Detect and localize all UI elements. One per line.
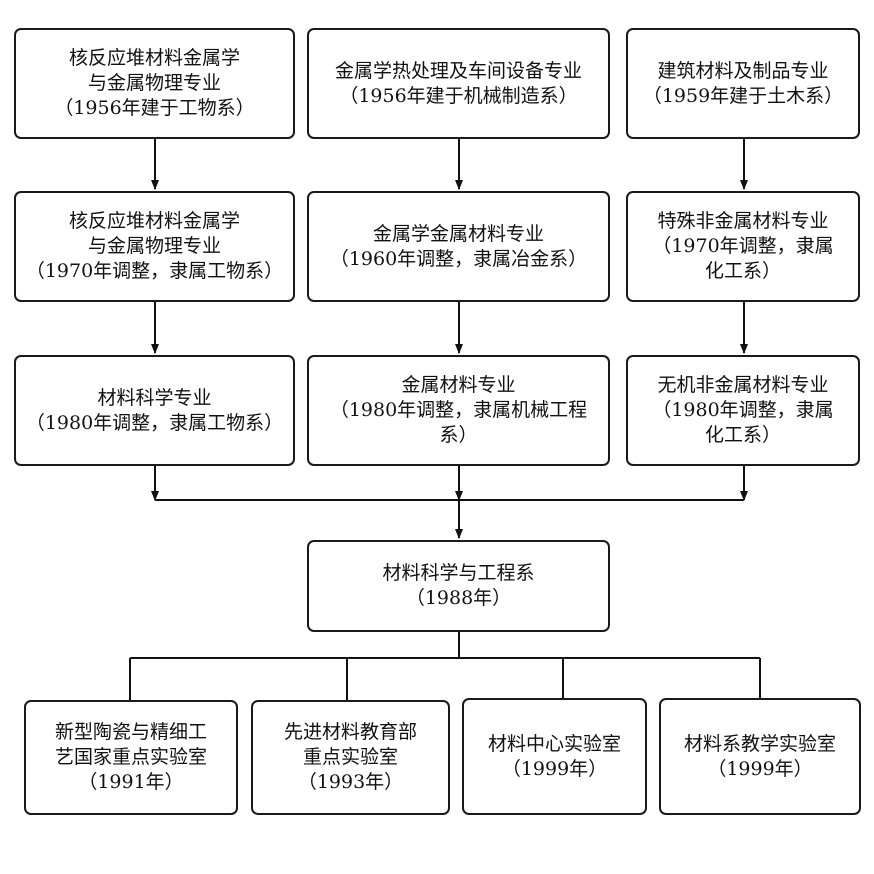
- node-line: 核反应堆材料金属学: [68, 210, 240, 232]
- node-line: 特殊非金属材料专业: [657, 210, 829, 232]
- node-line: 艺国家重点实验室: [54, 746, 207, 768]
- node-line: （1980年调整，隶属机械工程: [329, 399, 588, 421]
- node-mse-department-1988: 材料科学与工程系 （1988年）: [307, 540, 610, 632]
- node-line: （1956年建于机械制造系）: [339, 84, 578, 107]
- node-materials-science-1980: 材料科学专业 （1980年调整，隶属工物系）: [14, 355, 295, 466]
- node-line: （1956年建于工物系）: [54, 97, 255, 119]
- node-line: （1960年调整，隶属冶金系）: [329, 247, 588, 270]
- node-line: 先进材料教育部: [283, 721, 417, 743]
- node-metal-materials-1960: 金属学金属材料专业 （1960年调整，隶属冶金系）: [307, 191, 610, 302]
- node-line: 重点实验室: [302, 746, 398, 768]
- node-line: 金属学热处理及车间设备专业: [334, 59, 582, 82]
- node-metallography-heat-treatment-1956: 金属学热处理及车间设备专业 （1956年建于机械制造系）: [307, 28, 610, 139]
- node-nuclear-materials-1970: 核反应堆材料金属学 与金属物理专业 （1970年调整，隶属工物系）: [14, 191, 295, 302]
- node-line: 与金属物理专业: [87, 72, 221, 94]
- node-line: （1980年调整，隶属: [652, 399, 834, 421]
- node-line: （1993年）: [297, 771, 404, 793]
- node-special-nonmetal-1970: 特殊非金属材料专业 （1970年调整，隶属 化工系）: [626, 191, 860, 302]
- node-line: 材料系教学实验室: [683, 732, 836, 755]
- node-line: 化工系）: [704, 260, 781, 282]
- node-materials-center-lab-1999: 材料中心实验室 （1999年）: [462, 698, 647, 815]
- node-ceramics-state-lab-1991: 新型陶瓷与精细工 艺国家重点实验室 （1991年）: [24, 700, 238, 815]
- node-line: 材料中心实验室: [487, 732, 621, 755]
- node-line: （1988年）: [405, 587, 512, 609]
- node-teaching-lab-1999: 材料系教学实验室 （1999年）: [659, 698, 861, 815]
- node-line: 建筑材料及制品专业: [657, 59, 829, 82]
- node-line: （1999年）: [707, 757, 813, 780]
- node-advanced-materials-moe-lab-1993: 先进材料教育部 重点实验室 （1993年）: [251, 700, 450, 815]
- node-line: 化工系）: [704, 424, 781, 446]
- node-building-materials-1959: 建筑材料及制品专业 （1959年建于土木系）: [626, 28, 860, 139]
- node-line: （1970年调整，隶属工物系）: [25, 260, 284, 282]
- node-line: （1991年）: [78, 771, 184, 793]
- node-line: 金属学金属材料专业: [372, 222, 544, 245]
- node-line: （1980年调整，隶属工物系）: [25, 411, 284, 434]
- node-line: 新型陶瓷与精细工: [54, 721, 207, 743]
- node-line: 系）: [439, 424, 478, 446]
- node-nuclear-materials-1956: 核反应堆材料金属学 与金属物理专业 （1956年建于工物系）: [14, 28, 295, 139]
- node-line: 无机非金属材料专业: [657, 374, 829, 396]
- node-line: 材料科学专业: [97, 386, 212, 409]
- node-line: 金属材料专业: [401, 374, 516, 396]
- node-line: （1999年）: [501, 757, 608, 780]
- node-line: 核反应堆材料金属学: [68, 47, 240, 69]
- node-inorganic-nonmetal-1980: 无机非金属材料专业 （1980年调整，隶属 化工系）: [626, 355, 860, 466]
- node-line: （1959年建于土木系）: [642, 84, 844, 107]
- node-line: 材料科学与工程系: [382, 562, 535, 584]
- node-metal-materials-1980: 金属材料专业 （1980年调整，隶属机械工程 系）: [307, 355, 610, 466]
- node-line: 与金属物理专业: [87, 235, 221, 257]
- node-line: （1970年调整，隶属: [652, 235, 834, 257]
